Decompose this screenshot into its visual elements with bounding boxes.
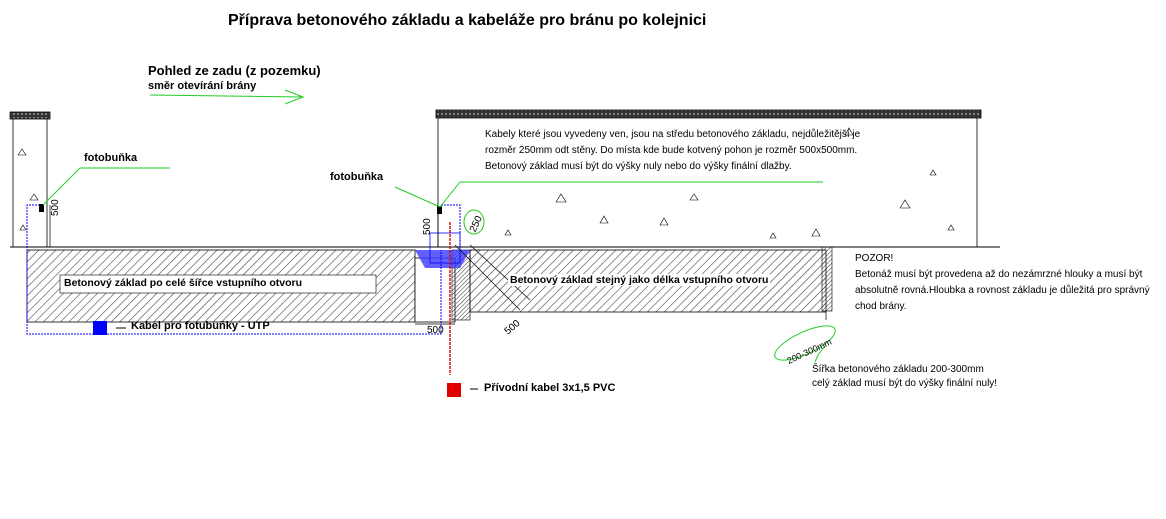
warning-line: absolutně rovná.Hloubka a rovnost základ… (855, 285, 1150, 296)
dim-500-right: 500 (422, 218, 433, 235)
wall-note-line: Betonový základ musí být do výšky nuly n… (485, 161, 792, 172)
dim-500-bottom: 500 (427, 325, 444, 336)
foundation-left-label-box (59, 274, 377, 294)
legend-utp-label: Kabel pro fotubuňky - UTP (131, 320, 270, 332)
wall-note-line: Kabely které jsou vyvedeny ven, jsou na … (485, 129, 861, 140)
photocell-left-label: fotobuňka (84, 152, 138, 164)
legend-utp-swatch (93, 321, 107, 335)
motor-pit (414, 232, 471, 323)
photocell-right-label: fotobuňka (330, 171, 384, 183)
concrete-texture (504, 127, 955, 239)
foundation-right-label: Betonový základ stejný jako délka vstupn… (508, 274, 771, 286)
utp-cable-route (26, 204, 461, 335)
width-note-line: Šířka betonového základu 200-300mm (812, 364, 984, 375)
view-label: Pohled ze zadu (z pozemku) (148, 63, 321, 78)
direction-arrow (149, 89, 305, 105)
wall-note-line: rozměr 250mm odt stěny. Do místa kde bud… (485, 145, 858, 156)
warning-line: POZOR! (855, 253, 894, 264)
annotation-leaders (42, 167, 836, 363)
direction-label: směr otevírání brány (148, 80, 257, 92)
width-note-line: celý základ musí být do výšky finální nu… (812, 378, 998, 389)
warning-line: chod brány. (855, 301, 907, 312)
warning-line: Betonáž musí být provedena až do nezámrz… (855, 269, 1143, 280)
width-note: Šířka betonového základu 200-300mm celý … (812, 363, 1112, 391)
legend-power-label: Přívodní kabel 3x1,5 PVC (484, 382, 616, 394)
wall-note: Kabely které jsou vyvedeny ven, jsou na … (485, 127, 885, 175)
left-post (9, 111, 51, 248)
photocell-left-device (39, 204, 44, 212)
dim-500-left: 500 (50, 199, 61, 216)
page-title: Příprava betonového základu a kabeláže p… (228, 12, 707, 29)
legend-power-swatch (447, 383, 461, 397)
photocell-right-device (437, 206, 442, 214)
dimension-lines (49, 205, 827, 325)
foundation-left-label: Betonový základ po celé šířce vstupního … (64, 277, 303, 289)
warning-note: POZOR! Betonáž musí být provedena až do … (855, 251, 1155, 315)
